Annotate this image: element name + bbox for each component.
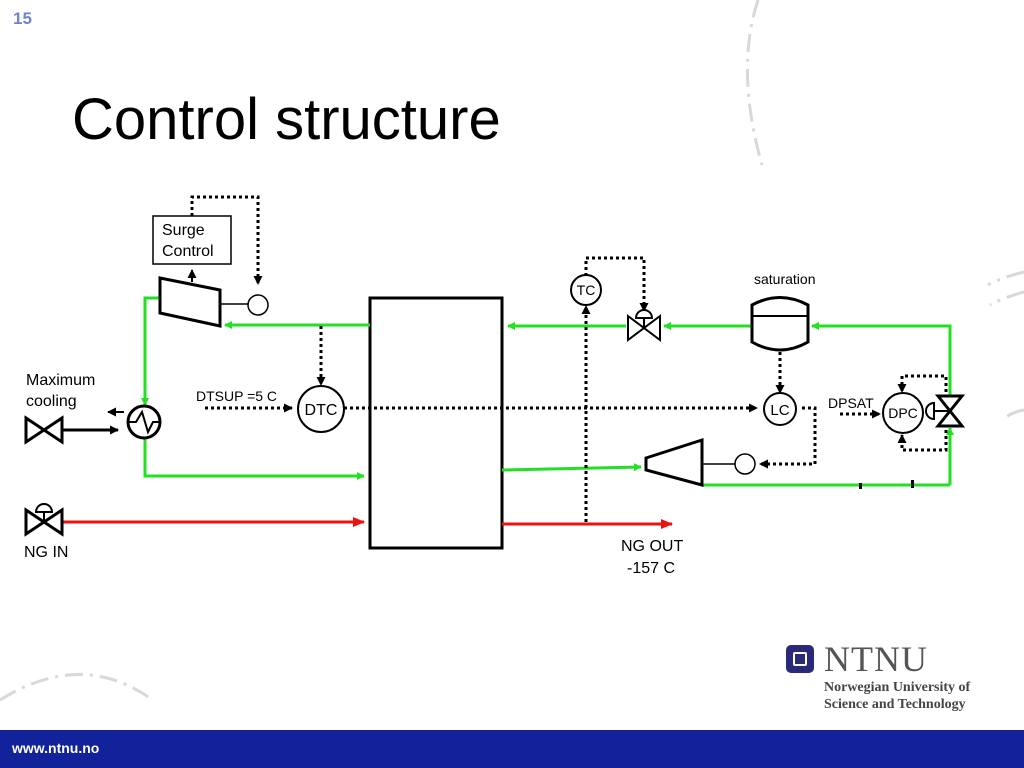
cooler-coil	[128, 409, 160, 435]
tc-controller	[570, 274, 602, 306]
compressor-2	[644, 437, 704, 487]
logo-line-1: Norwegian University of	[824, 680, 971, 695]
ntnu-logo-mark	[786, 645, 814, 673]
refrigerant-line-loop-to-separator	[811, 322, 952, 395]
ntnu-logo: NTNU Norwegian University of Science and…	[786, 639, 1006, 720]
compressor-2-motor	[734, 453, 756, 475]
ng-in-label: NG IN	[24, 544, 68, 561]
saturation-label: saturation	[754, 271, 815, 287]
signal-surge-control	[190, 195, 263, 285]
max-cooling-label-2: cooling	[26, 393, 77, 410]
refrigerant-lines	[141, 296, 954, 487]
surge-control-label-2: Control	[162, 243, 214, 260]
lc-label: LC	[770, 402, 789, 419]
ng-in-valve	[24, 503, 64, 537]
refrigerant-line-cooler-to-exchanger	[143, 436, 365, 480]
heat-exchanger	[368, 296, 504, 550]
footer-bar: www.ntnu.no	[0, 730, 1024, 768]
compressor-1-motor	[247, 294, 269, 316]
natural-gas-lines	[62, 517, 673, 529]
separator-drum	[750, 296, 810, 352]
signal-dpc-loop-top	[897, 374, 948, 398]
surge-control-box	[152, 215, 232, 265]
refrigerant-line-exchanger-to-compressor	[501, 463, 642, 472]
slide-number: 15	[13, 9, 32, 28]
refrigerant-line-compressor-to-cooler	[141, 296, 160, 406]
tc-label: TC	[577, 282, 596, 298]
dpc-label: DPC	[888, 405, 918, 421]
ng-out-label-2: -157 C	[627, 560, 675, 577]
logo-line-2: Science and Technology	[824, 697, 966, 712]
dtsup-label: DTSUP =5 C	[196, 388, 277, 404]
ng-out-label-1: NG OUT	[621, 538, 683, 555]
signal-lc-to-compressor	[759, 406, 817, 469]
surge-control-label-1: Surge	[162, 222, 205, 239]
dpsat-label: DPSAT	[828, 395, 874, 411]
dtc-label: DTC	[305, 402, 338, 419]
signal-tc-to-valve	[584, 256, 649, 312]
signal-lines	[190, 195, 948, 522]
expansion-valve	[627, 309, 661, 342]
compressor-1	[158, 276, 222, 328]
footer-url-link[interactable]: www.ntnu.no	[12, 740, 100, 756]
pressure-control-valve	[925, 394, 966, 428]
lc-controller	[763, 392, 797, 426]
page-title: Control structure	[72, 87, 501, 152]
cooling-water-valve	[24, 415, 64, 445]
dtc-controller	[297, 385, 345, 433]
dpc-controller	[882, 392, 924, 434]
signal-dpc-loop-bottom	[897, 430, 948, 452]
signal-dots	[859, 480, 914, 489]
ntnu-wordmark: NTNU	[824, 639, 928, 679]
max-cooling-label-1: Maximum	[26, 372, 95, 389]
